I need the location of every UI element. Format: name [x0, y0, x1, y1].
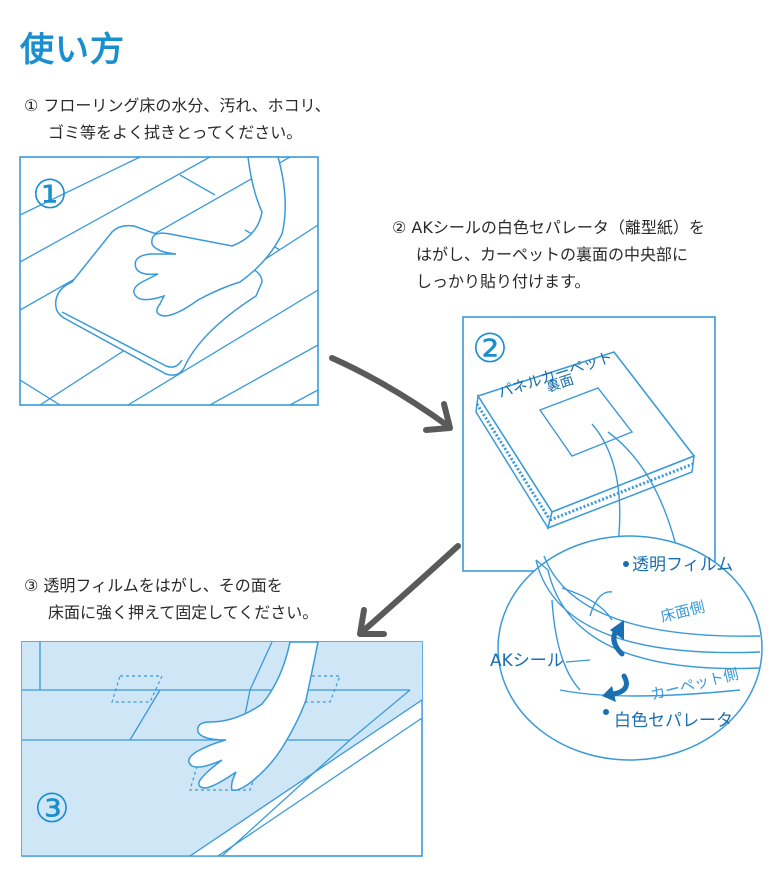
panel-1: ①: [19, 156, 319, 406]
arrow-2-to-3: [357, 543, 461, 637]
panel-3: ③: [21, 641, 423, 857]
detail-circle: [497, 535, 763, 761]
hand-drawing: [133, 156, 286, 317]
pressing-hand-drawing: [188, 641, 319, 791]
step-1-line-1: ① フローリング床の水分、汚れ、ホコリ、: [24, 96, 331, 115]
carpet-tile-drawing: [475, 351, 696, 530]
panel-3-number: ③: [34, 786, 70, 832]
arrow-1-to-2: [329, 355, 453, 433]
separator-label: 白色セパレータ: [614, 711, 733, 731]
panel-2: パネルカーペット 裏面 ②: [462, 316, 716, 572]
step-3-line-1: ③ 透明フィルムをはがし、その面を: [24, 576, 283, 595]
panel-2-number: ②: [472, 326, 508, 372]
panel-1-number: ①: [32, 172, 68, 218]
detail-callout: 透明フィルム 床面側 AKシール カーペット側 白色セパレータ: [490, 423, 763, 761]
step-1-instruction: ① フローリング床の水分、汚れ、ホコリ、 ゴミ等をよく拭きとってください。: [24, 92, 331, 146]
step-2-line-2: はがし、カーペットの裏面の中央部に: [416, 245, 689, 264]
step-1-line-2: ゴミ等をよく拭きとってください。: [48, 123, 303, 142]
film-label: 透明フィルム: [632, 555, 733, 575]
step-2-line-3: しっかり貼り付けます。: [416, 272, 591, 291]
step-2-instruction: ② AKシールの白色セパレータ（離型紙）を はがし、カーペットの裏面の中央部に …: [392, 214, 705, 295]
step-3-line-2: 床面に強く押えて固定してください。: [48, 603, 319, 622]
layers-drawing: [535, 555, 761, 697]
step-2-line-1: ② AKシールの白色セパレータ（離型紙）を: [392, 218, 705, 237]
step-3-instruction: ③ 透明フィルムをはがし、その面を 床面に強く押えて固定してください。: [24, 572, 318, 626]
peel-arrow-lower: [611, 673, 629, 697]
ak-seal-label: AKシール: [490, 651, 564, 671]
page-title: 使い方: [20, 30, 125, 70]
